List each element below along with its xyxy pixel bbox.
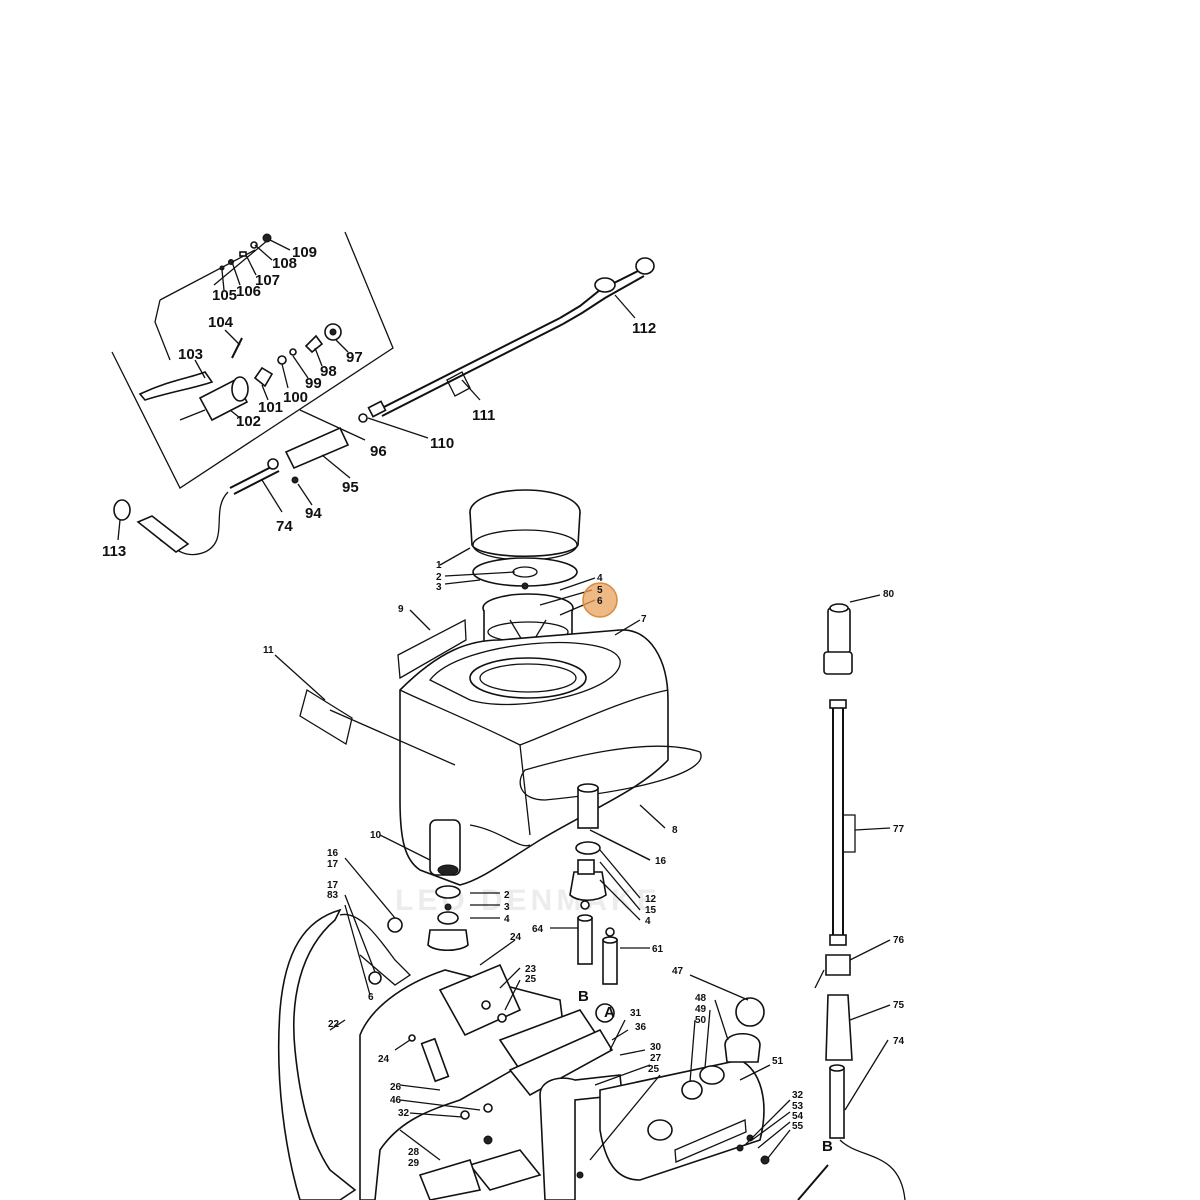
label-26: 26 xyxy=(390,1082,402,1093)
label-25-top: 25 xyxy=(525,974,537,985)
label-107: 107 xyxy=(255,272,280,289)
tank-body-group xyxy=(274,609,702,886)
label-4-top: 4 xyxy=(597,573,603,584)
highlight-marker[interactable] xyxy=(582,582,618,618)
label-102: 102 xyxy=(236,413,261,430)
label-2-top: 2 xyxy=(436,572,442,583)
label-103: 103 xyxy=(178,346,203,363)
label-101: 101 xyxy=(258,399,283,416)
label-16-right: 16 xyxy=(655,856,667,867)
label-112: 112 xyxy=(632,320,656,337)
label-74-upper: 74 xyxy=(276,518,293,535)
label-4-right: 4 xyxy=(645,916,651,927)
label-29: 29 xyxy=(408,1158,420,1169)
label-9: 9 xyxy=(398,604,404,615)
label-8: 8 xyxy=(672,825,678,836)
label-97: 97 xyxy=(346,349,363,366)
label-25-right: 25 xyxy=(648,1064,660,1075)
label-31: 31 xyxy=(630,1008,642,1019)
label-54: 54 xyxy=(792,1111,804,1122)
label-108: 108 xyxy=(272,255,297,272)
label-36: 36 xyxy=(635,1022,647,1033)
label-113: 113 xyxy=(102,543,126,560)
label-111: 111 xyxy=(472,407,495,424)
label-80: 80 xyxy=(883,589,895,600)
label-50: 50 xyxy=(695,1015,707,1026)
lance-group xyxy=(299,257,655,441)
label-32-left: 32 xyxy=(398,1108,410,1119)
label-96: 96 xyxy=(370,443,387,460)
part-labels: 109 108 107 106 105 104 103 97 98 99 100… xyxy=(102,244,905,1169)
label-32-right: 32 xyxy=(792,1090,804,1101)
label-10: 10 xyxy=(370,830,382,841)
label-77: 77 xyxy=(893,824,905,835)
label-17-mid: 17 xyxy=(327,880,339,891)
label-61: 61 xyxy=(652,944,664,955)
frame-group xyxy=(277,857,791,1200)
label-B-upper: B xyxy=(578,988,589,1005)
label-55: 55 xyxy=(792,1121,804,1132)
fittings-group xyxy=(427,829,651,985)
label-17-top: 17 xyxy=(327,859,339,870)
label-27: 27 xyxy=(650,1053,662,1064)
label-6-strap: 6 xyxy=(368,992,374,1003)
label-16-left: 16 xyxy=(327,848,339,859)
trigger-assembly-group xyxy=(111,231,394,489)
label-7: 7 xyxy=(641,614,647,625)
label-B-lower: B xyxy=(822,1138,833,1155)
label-5: 5 xyxy=(597,585,603,596)
label-24-top: 24 xyxy=(510,932,522,943)
label-A: A xyxy=(604,1004,615,1021)
label-109: 109 xyxy=(292,244,317,261)
label-49: 49 xyxy=(695,1004,707,1015)
label-2-left: 2 xyxy=(504,890,510,901)
hose-group xyxy=(113,426,351,556)
label-76: 76 xyxy=(893,935,905,946)
label-83: 83 xyxy=(327,890,339,901)
label-94: 94 xyxy=(305,505,322,522)
right-wand-group xyxy=(797,594,906,1200)
label-104: 104 xyxy=(208,314,234,331)
label-100: 100 xyxy=(283,389,308,406)
label-106: 106 xyxy=(236,283,261,300)
tank-cap-group xyxy=(439,489,596,662)
label-53: 53 xyxy=(792,1101,804,1112)
label-30: 30 xyxy=(650,1042,662,1053)
label-12: 12 xyxy=(645,894,657,905)
label-51: 51 xyxy=(772,1056,784,1067)
label-4-left: 4 xyxy=(504,914,510,925)
label-3-top: 3 xyxy=(436,582,442,593)
label-22: 22 xyxy=(328,1019,340,1030)
label-48: 48 xyxy=(695,993,707,1004)
label-11: 11 xyxy=(263,645,274,656)
label-15: 15 xyxy=(645,905,657,916)
label-98: 98 xyxy=(320,363,337,380)
label-23: 23 xyxy=(525,964,537,975)
label-99: 99 xyxy=(305,375,322,392)
label-3-left: 3 xyxy=(504,902,510,913)
label-110: 110 xyxy=(430,435,454,452)
label-75: 75 xyxy=(893,1000,905,1011)
label-46: 46 xyxy=(390,1095,402,1106)
label-74-lower: 74 xyxy=(893,1036,905,1047)
label-28: 28 xyxy=(408,1147,420,1158)
label-47: 47 xyxy=(672,966,684,977)
label-24-left: 24 xyxy=(378,1054,390,1065)
label-64: 64 xyxy=(532,924,544,935)
label-95: 95 xyxy=(342,479,359,496)
label-6: 6 xyxy=(597,596,603,607)
label-105: 105 xyxy=(212,287,237,304)
label-1: 1 xyxy=(436,560,442,571)
